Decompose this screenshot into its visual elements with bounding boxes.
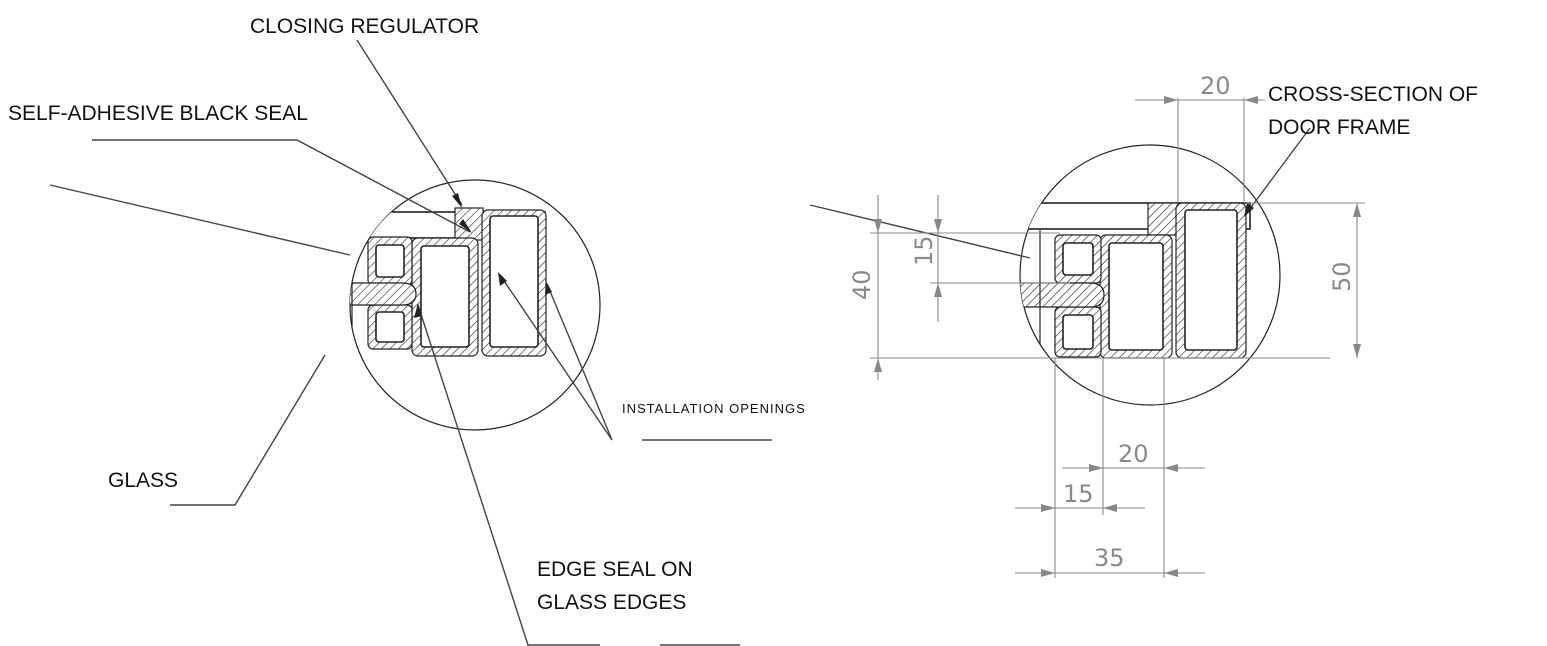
dim-bottom-35-arrow-left: [1041, 569, 1055, 577]
left-leaders: [49, 39, 772, 646]
right-glass-pane: [1020, 282, 1105, 308]
dim-bottom-35: 35: [1094, 544, 1125, 572]
dim-top-arrow-right: [1244, 96, 1258, 104]
installation-openings-label: INSTALLATION OPENINGS: [622, 401, 806, 416]
dim-bottom-20: 20: [1118, 440, 1149, 468]
self-adhesive-seal-label: SELF-ADHESIVE BLACK SEAL: [8, 102, 308, 125]
dimensions: 20 40 15 50 20 15: [848, 72, 1365, 578]
cross-section-label-line1: CROSS-SECTION OF: [1268, 83, 1478, 106]
dim-bottom-15-arrow-right: [1103, 504, 1117, 512]
closing-regulator-arrow: [452, 193, 462, 208]
left-outer-frame-cavity: [489, 215, 539, 348]
left-detail-view: [349, 179, 601, 431]
edge-seal-leader: [417, 304, 600, 646]
dim-50-arrow-top: [1353, 203, 1361, 217]
dim-50-arrow-bottom: [1353, 344, 1361, 358]
glass-label: GLASS: [108, 469, 178, 492]
installation-openings-arrow-1: [498, 272, 507, 286]
installation-openings-leader-1: [499, 274, 613, 441]
dim-top-arrow-left: [1164, 96, 1178, 104]
installation-openings-arrow-2: [545, 281, 552, 295]
right-detail-view: [1019, 144, 1281, 406]
dim-15-arrow-top: [934, 219, 942, 233]
left-lower-clamp-cavity: [375, 311, 405, 343]
dim-bottom-15-arrow-left: [1041, 504, 1055, 512]
right-upper-clamp-cavity: [1062, 242, 1094, 276]
cross-section-label-line2: DOOR FRAME: [1268, 116, 1410, 139]
right-reference-line: [809, 204, 1031, 259]
dim-bottom-35-arrow-right: [1164, 569, 1178, 577]
glass-leader: [170, 354, 326, 506]
edge-seal-label-line2: GLASS EDGES: [537, 591, 686, 614]
self-adhesive-seal-arrow: [459, 219, 472, 233]
right-detail-circle: [1019, 144, 1281, 406]
right-outer-frame-cavity: [1184, 209, 1238, 351]
edge-seal-label-line1: EDGE SEAL ON: [537, 558, 693, 581]
closing-regulator-label: CLOSING REGULATOR: [250, 15, 479, 38]
dim-bottom-20-arrow-right: [1164, 464, 1178, 472]
cross-section-arrow: [1244, 203, 1254, 217]
right-middle-tube-cavity: [1108, 242, 1164, 351]
closing-regulator-leader: [356, 39, 463, 206]
self-adhesive-seal-leader: [92, 139, 471, 233]
left-middle-tube-cavity: [420, 245, 470, 348]
dim-bottom-20-arrow-left: [1089, 464, 1103, 472]
right-closing-regulator-block: [1147, 202, 1179, 236]
left-upper-clamp-cavity: [375, 244, 405, 278]
dim-40-arrow-bottom: [874, 358, 882, 372]
dim-40-arrow-top: [874, 219, 882, 233]
right-lower-clamp-cavity: [1062, 314, 1094, 350]
dim-bottom-15: 15: [1063, 480, 1094, 508]
glass-reference-line: [49, 184, 351, 256]
dim-15-arrow-bottom: [934, 283, 942, 297]
dim-top-20: 20: [1200, 72, 1231, 100]
dim-left-15: 15: [910, 235, 938, 266]
cross-section-leader: [1245, 127, 1311, 215]
dim-right-50: 50: [1328, 261, 1356, 292]
left-glass-pane: [350, 282, 417, 306]
dim-left-40: 40: [848, 269, 876, 300]
installation-openings-leader-2: [546, 283, 613, 441]
edge-seal-arrow: [414, 303, 422, 318]
